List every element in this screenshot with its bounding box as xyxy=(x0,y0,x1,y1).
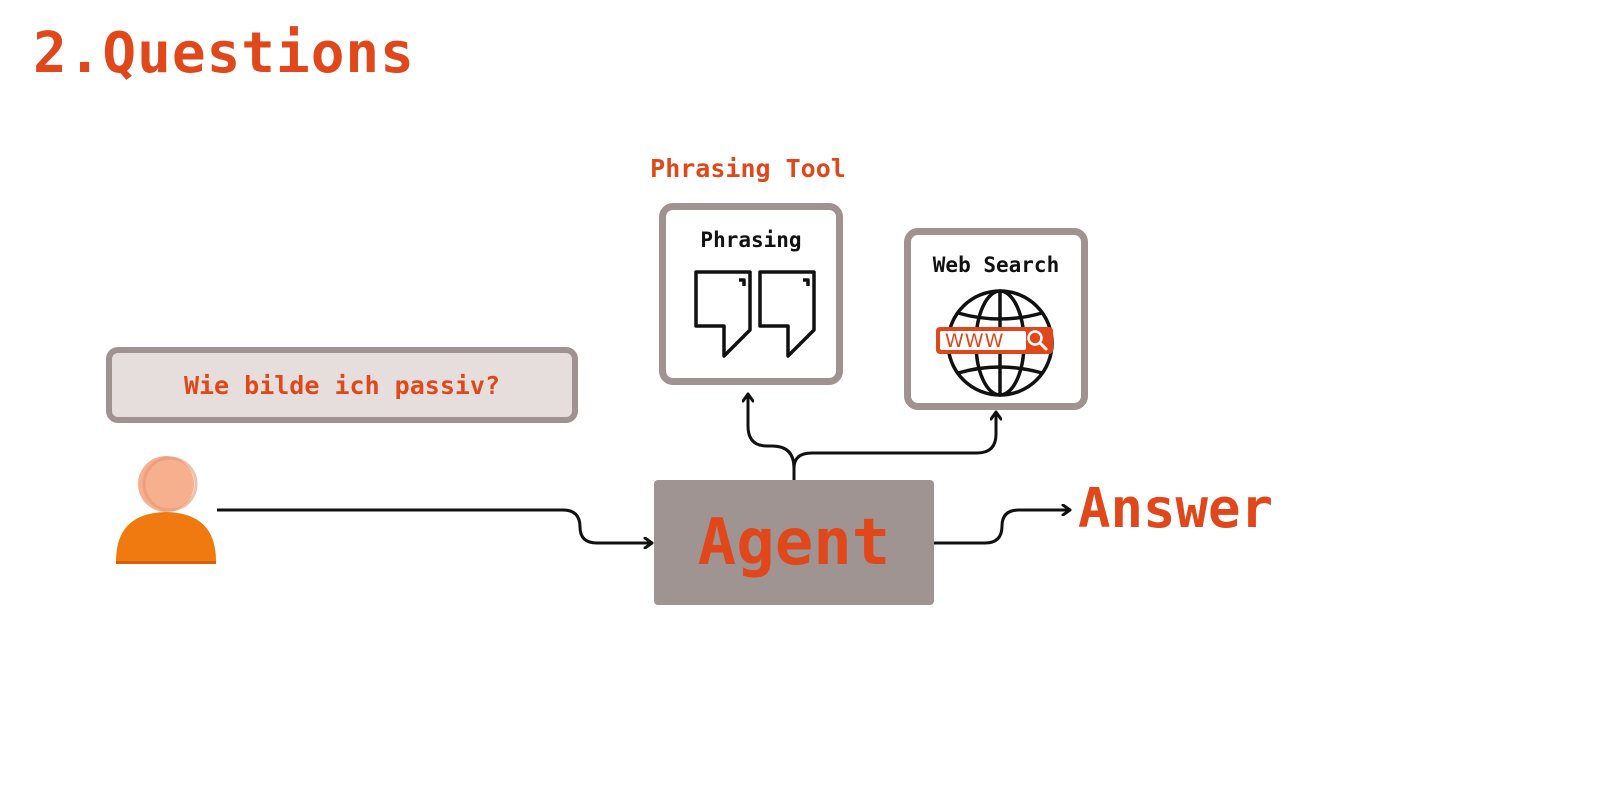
question-text: Wie bilde ich passiv? xyxy=(183,370,501,400)
user-icon xyxy=(116,456,216,564)
quote-marks-icon xyxy=(694,270,816,358)
phrasing-tool-card: Phrasing xyxy=(659,203,843,385)
agent-label: Agent xyxy=(697,505,891,580)
globe-www-search-icon: WWW xyxy=(936,289,1054,397)
phrasing-tool-label: Phrasing xyxy=(700,228,802,252)
agent-to-phrasing-arrow xyxy=(748,394,796,480)
www-text: WWW xyxy=(945,330,1004,352)
agent-to-answer-arrow xyxy=(934,510,1070,545)
answer-label: Answer xyxy=(1078,477,1274,540)
agent-box: Agent xyxy=(654,480,934,605)
agent-to-websearch-arrow xyxy=(792,412,996,469)
user-to-agent-arrow xyxy=(217,508,652,543)
tools-caption: Phrasing Tool xyxy=(650,154,846,183)
web-search-tool-label: Web Search xyxy=(932,253,1060,277)
web-search-tool-card: Web Search WWW xyxy=(904,228,1088,410)
slide-title: 2.Questions xyxy=(33,21,415,86)
question-bubble: Wie bilde ich passiv? xyxy=(106,347,578,423)
